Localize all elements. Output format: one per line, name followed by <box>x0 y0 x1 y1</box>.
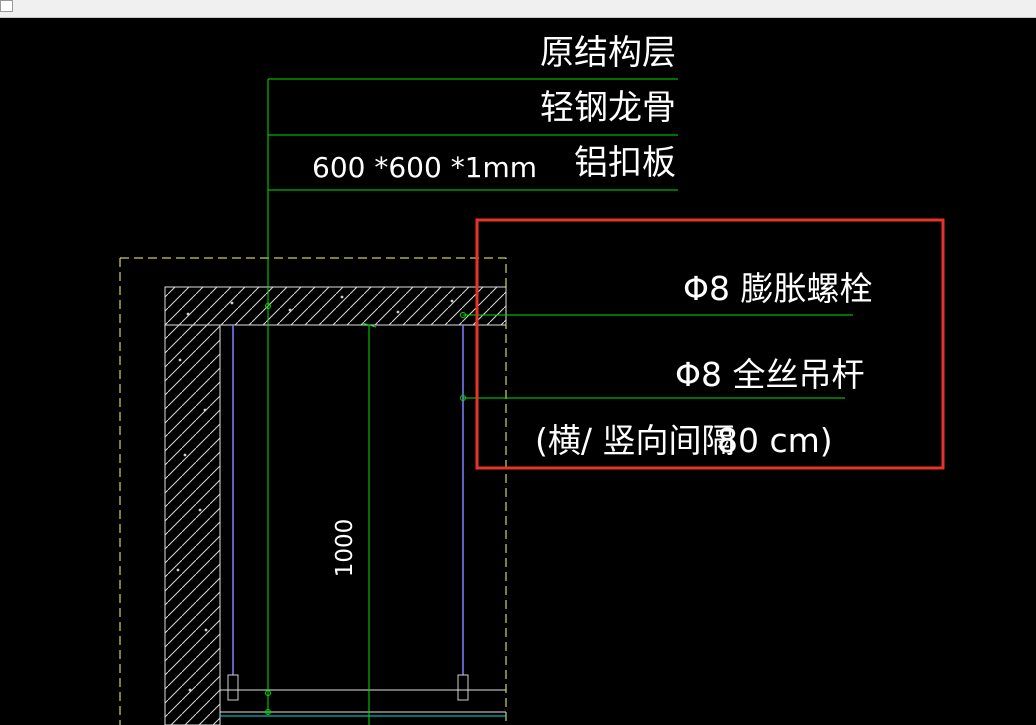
layer-leader-lines <box>265 78 678 715</box>
section-boundary-dashed <box>119 257 507 725</box>
label-original-structure: 原结构层 <box>540 33 676 73</box>
dimension-value: 1000 <box>332 519 358 578</box>
window-control-box[interactable] <box>0 0 13 12</box>
label-spacing-value: 80 cm) <box>717 421 833 460</box>
hanger-rods <box>227 325 469 701</box>
concrete-slab <box>164 286 507 326</box>
window-title-bar <box>0 0 1036 18</box>
label-aluminum-panel: 铝扣板 <box>574 143 676 183</box>
label-light-steel-keel: 轻钢龙骨 <box>540 88 676 128</box>
concrete-wall <box>164 324 221 725</box>
label-panel-spec: 600 *600 *1mm <box>312 151 537 184</box>
annotation-leader-lines <box>460 312 853 401</box>
dimension-line <box>361 322 377 725</box>
label-expansion-bolt: Φ8 膨胀螺栓 <box>683 269 872 308</box>
highlight-box <box>475 218 945 470</box>
label-threaded-rod: Φ8 全丝吊杆 <box>675 355 864 394</box>
ceiling-panel-lines <box>220 689 506 717</box>
label-spacing: (横/ 竖向间隔 <box>535 421 734 460</box>
